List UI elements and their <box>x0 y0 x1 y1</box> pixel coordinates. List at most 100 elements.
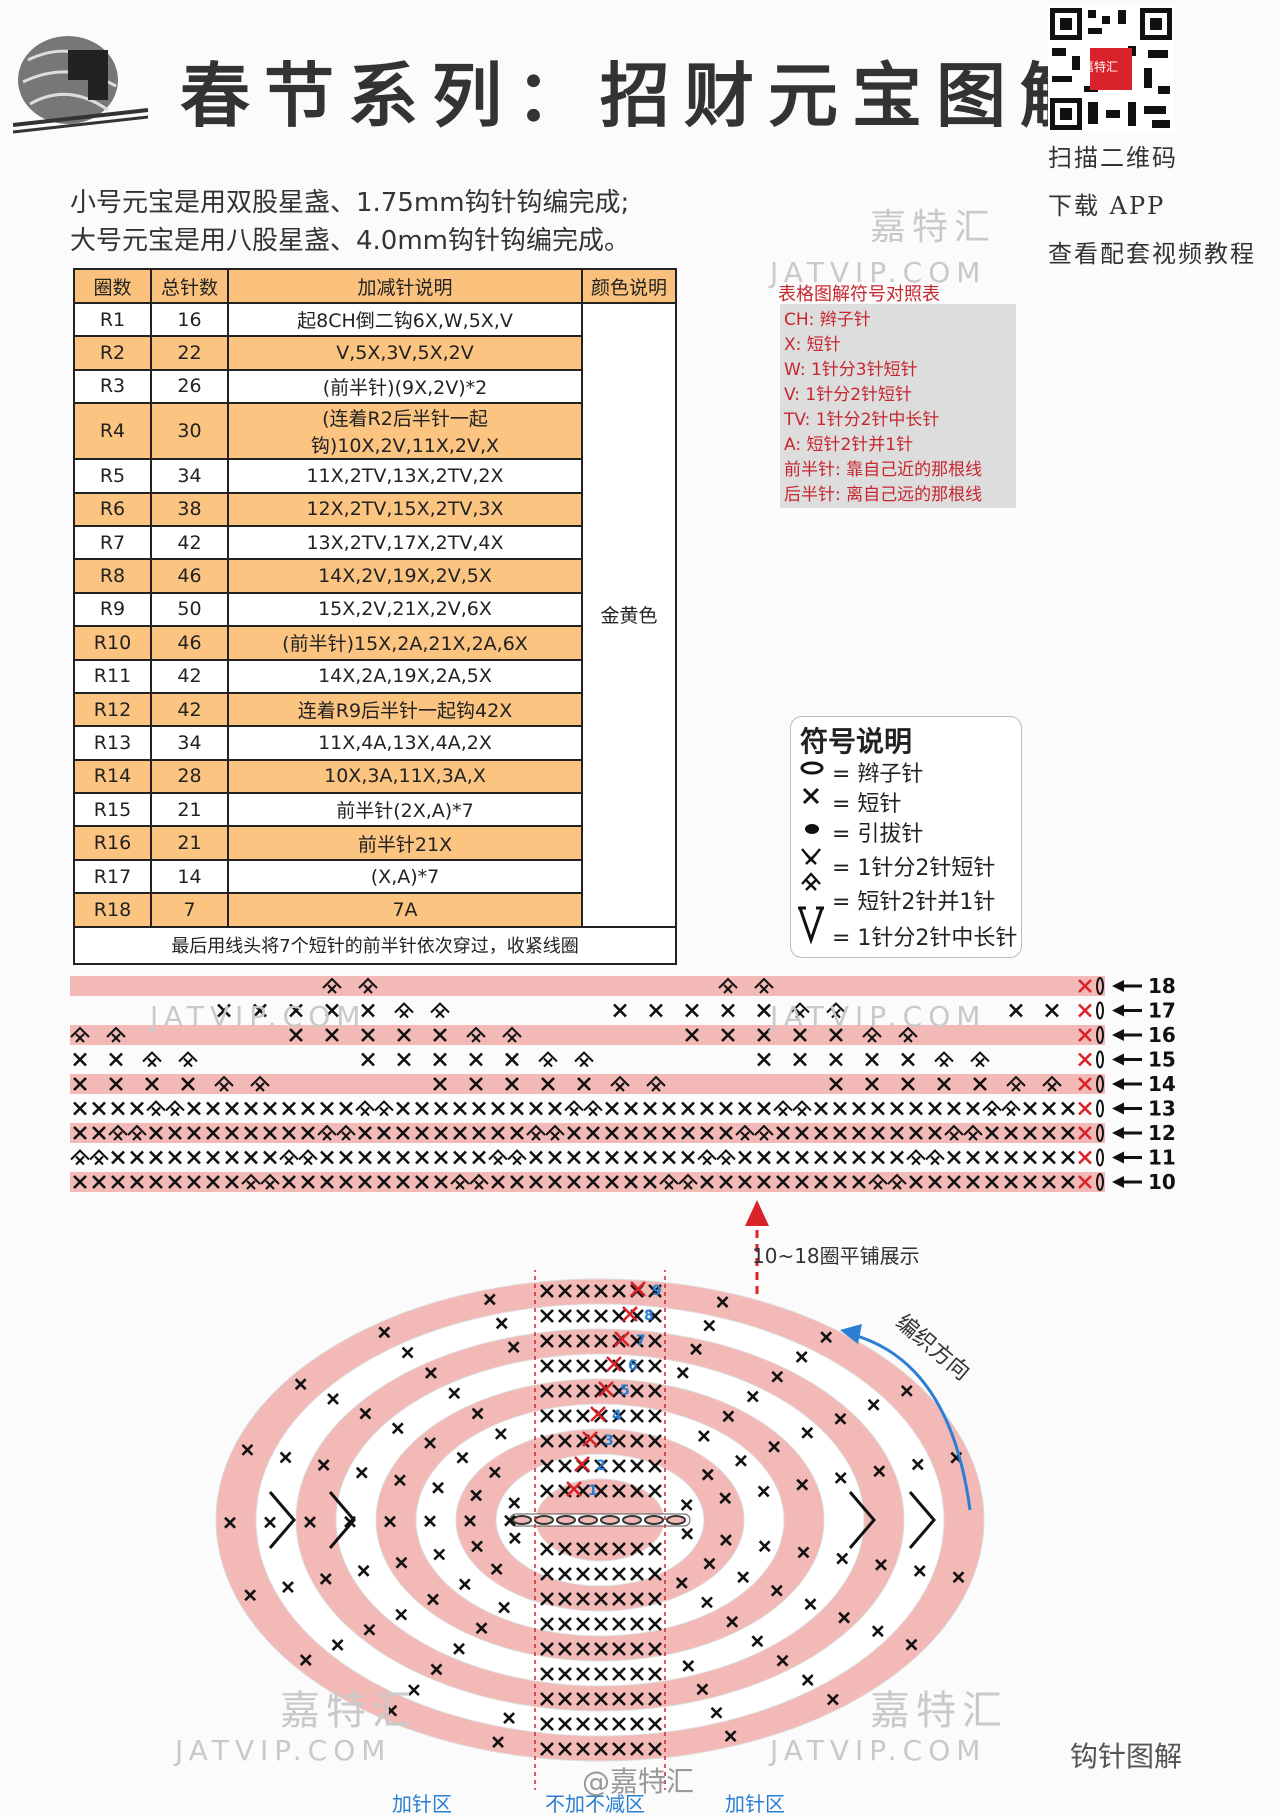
cross-icon <box>294 1378 307 1391</box>
cross-icon <box>331 1639 344 1651</box>
decrease-icon <box>507 1149 527 1166</box>
v-icon <box>908 1491 936 1549</box>
cross-icon <box>448 1387 461 1400</box>
cross-icon <box>833 1101 847 1116</box>
left-arrow-icon <box>1112 1078 1142 1090</box>
cross-icon <box>391 1422 404 1435</box>
red-cross-icon <box>1078 1052 1092 1067</box>
cross-icon <box>576 1592 590 1606</box>
watermark-cn: 嘉特汇 <box>870 207 997 248</box>
cross-icon <box>471 1407 484 1420</box>
cross-icon <box>586 1150 600 1165</box>
cross-icon <box>263 1126 277 1140</box>
decrease-icon <box>358 977 378 994</box>
cross-icon <box>540 1309 554 1323</box>
cross-icon <box>434 1150 448 1165</box>
cross-icon <box>548 1150 562 1165</box>
cross-icon <box>681 1527 694 1540</box>
cross-icon <box>430 1663 443 1676</box>
cross-icon <box>464 1515 476 1527</box>
cross-icon <box>820 1331 833 1344</box>
cross-icon <box>738 1150 752 1165</box>
cross-icon <box>491 1101 505 1116</box>
legend-icons <box>798 761 824 945</box>
decrease-icon <box>925 1149 945 1166</box>
cross-icon <box>630 1692 644 1706</box>
red-cross-icon <box>582 1431 598 1447</box>
cross-icon <box>829 1052 843 1067</box>
cell-round: R9 <box>73 591 152 628</box>
cell-desc: 12X,2TV,15X,2TV,3X <box>227 491 583 527</box>
decrease-icon <box>430 1002 450 1019</box>
cross-icon <box>648 1334 662 1348</box>
red-cross-icon <box>566 1481 582 1497</box>
cross-icon <box>594 1692 608 1706</box>
cross-icon <box>1061 1101 1075 1116</box>
cross-icon <box>648 1592 662 1606</box>
cross-icon <box>952 1571 965 1584</box>
cell-count: 22 <box>150 335 229 371</box>
cross-icon <box>757 1003 771 1018</box>
cross-icon <box>385 1704 398 1717</box>
cross-icon <box>73 1077 87 1091</box>
cell-count: 34 <box>150 458 229 494</box>
cross-icon <box>498 1601 511 1614</box>
cross-icon <box>871 1126 885 1140</box>
cross-icon <box>397 1052 411 1067</box>
cross-icon <box>630 1409 644 1423</box>
cross-icon <box>726 1615 739 1628</box>
cross-icon <box>852 1126 866 1140</box>
decrease-icon <box>250 1075 270 1092</box>
decrease-icon <box>754 977 774 994</box>
cross-icon <box>377 1150 391 1165</box>
decrease-icon <box>906 1149 926 1166</box>
decrease-icon <box>89 1149 109 1166</box>
cell-round: R17 <box>73 858 152 895</box>
cross-icon <box>833 1150 847 1165</box>
cross-icon <box>649 1003 663 1018</box>
cross-icon <box>814 1175 828 1189</box>
strip-row: 15 <box>73 1048 1176 1072</box>
cross-icon <box>801 1674 814 1686</box>
cross-icon <box>1009 1003 1023 1018</box>
qr-code-icon[interactable] <box>1048 6 1174 132</box>
cross-icon <box>973 1077 987 1091</box>
cross-icon <box>558 1567 572 1581</box>
decrease-icon <box>790 1002 810 1019</box>
cross-icon <box>630 1742 644 1756</box>
cross-icon <box>492 1736 504 1748</box>
decrease-icon <box>260 1173 280 1190</box>
oval-round-label: 9 <box>652 1283 662 1299</box>
oval-round-label: 7 <box>636 1333 646 1349</box>
cross-icon <box>325 1028 339 1042</box>
watermark-en: JATVIP.COM <box>770 256 987 289</box>
cell-desc: 起8CH倒二钩6X,W,5X,V <box>227 301 583 338</box>
cell-round: R6 <box>73 491 152 527</box>
red-cross-icon <box>630 1281 646 1297</box>
cross-icon <box>558 1309 572 1323</box>
cross-icon <box>875 1558 887 1571</box>
strip-round-label: 11 <box>1148 1146 1176 1170</box>
strip-row: 17 <box>217 999 1176 1023</box>
cross-icon <box>643 1150 657 1165</box>
cross-icon <box>508 1497 521 1509</box>
cross-icon <box>829 1028 843 1042</box>
page-title: 春节系列：招财元宝图解 <box>180 54 1104 137</box>
cross-icon <box>901 1077 915 1091</box>
cross-icon <box>648 1384 662 1398</box>
cross-icon <box>685 1003 699 1018</box>
decrease-icon <box>545 1124 565 1141</box>
cross-icon <box>804 1598 817 1611</box>
cross-icon <box>325 1003 339 1018</box>
chain-oval-icon <box>1096 1001 1104 1020</box>
cross-icon <box>630 1334 644 1348</box>
cross-icon <box>630 1384 644 1398</box>
cross-icon <box>495 1317 508 1330</box>
cross-icon <box>630 1567 644 1581</box>
cross-icon <box>558 1334 572 1348</box>
